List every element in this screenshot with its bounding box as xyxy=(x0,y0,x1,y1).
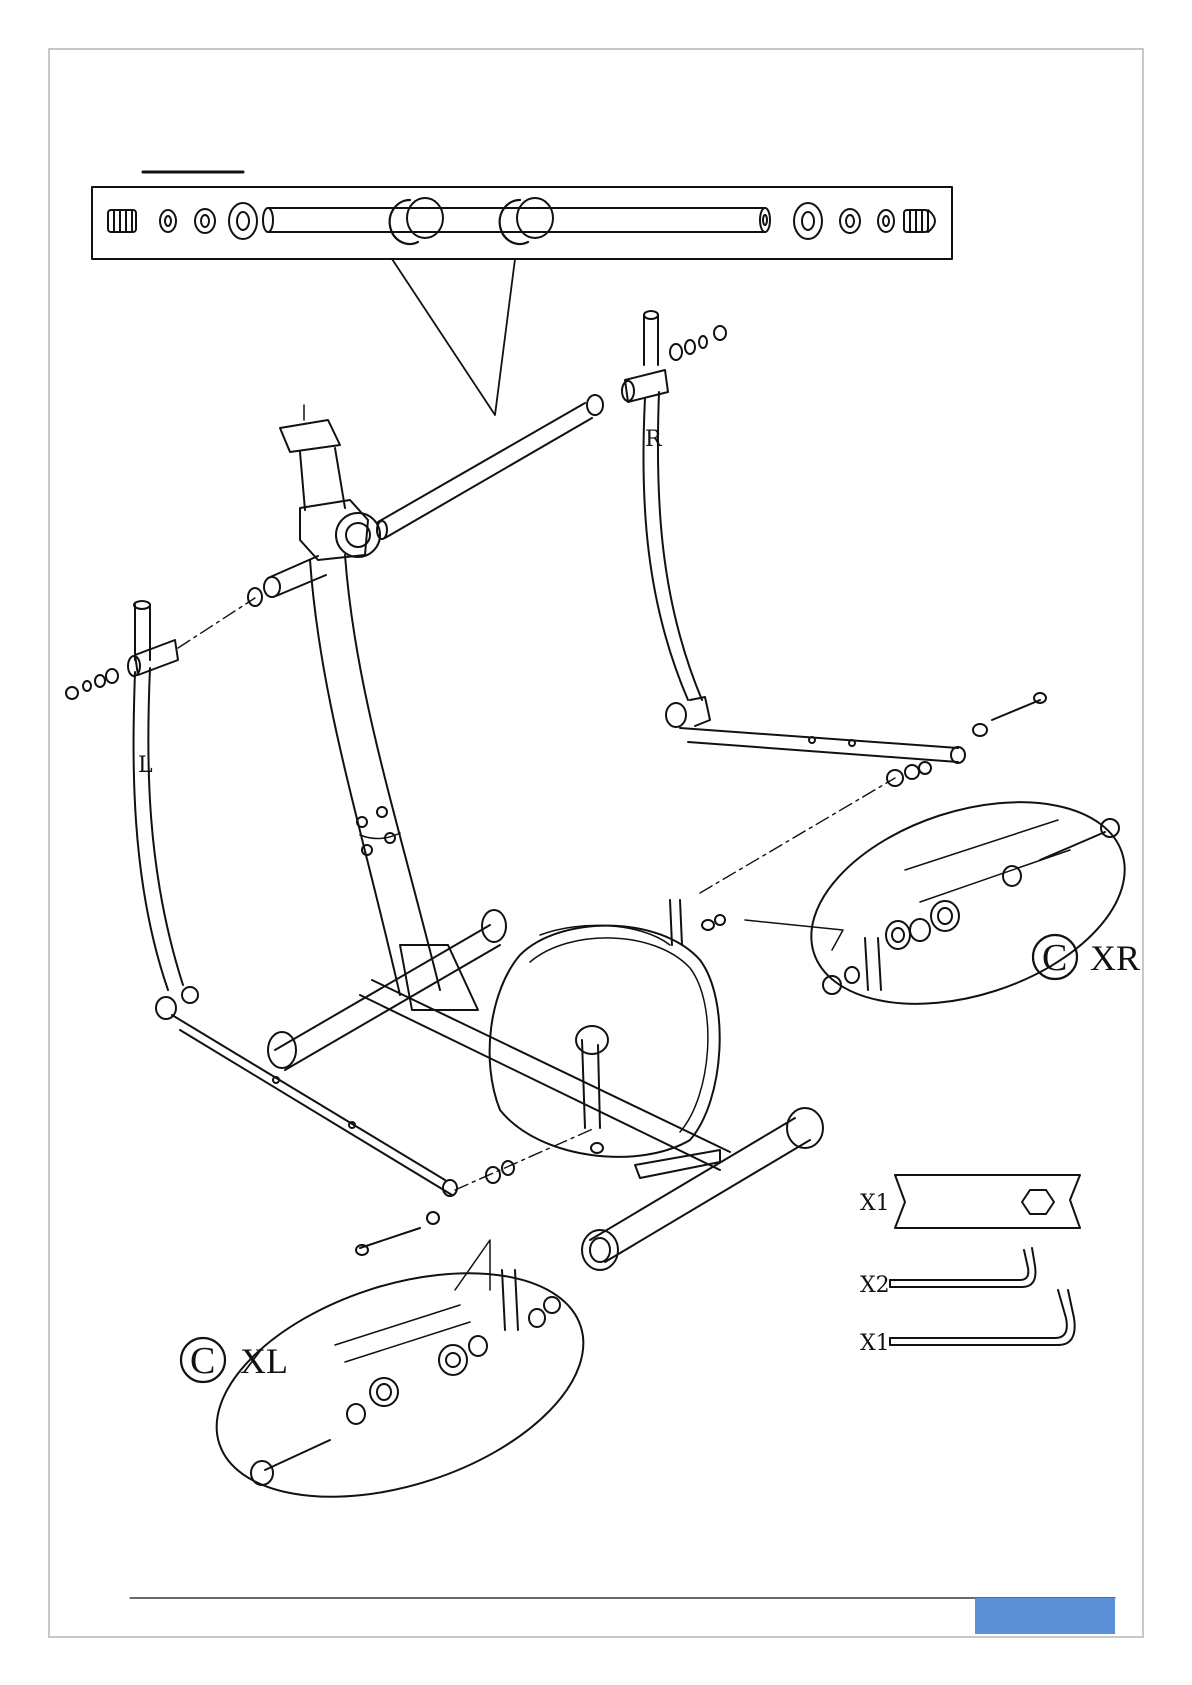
washer xyxy=(195,209,215,233)
washer-large xyxy=(229,203,257,239)
allen-key-large-icon xyxy=(890,1290,1075,1345)
tool-qty-wrench: X1 xyxy=(860,1191,890,1216)
allen-key-small-icon xyxy=(890,1248,1035,1287)
right-arm xyxy=(622,311,1046,786)
detail-xl-code: XL xyxy=(240,1341,288,1381)
tool-qty-allen-small: X2 xyxy=(860,1273,890,1298)
washer xyxy=(160,210,176,232)
tool-qty-allen-large: X1 xyxy=(860,1331,890,1356)
frame-label-right: R xyxy=(645,427,663,452)
bolt-right xyxy=(904,210,935,232)
washer-large xyxy=(794,203,822,239)
page-number-tab xyxy=(975,1598,1115,1634)
base-and-flywheel xyxy=(268,910,823,1270)
washer xyxy=(878,210,894,232)
detail-xl-letter: C xyxy=(190,1340,215,1382)
wrench-icon xyxy=(895,1175,1080,1228)
washer xyxy=(840,209,860,233)
upper-axle xyxy=(248,395,603,606)
detail-xl xyxy=(181,1231,612,1539)
detail-xr-code: XR xyxy=(1090,938,1140,978)
detail-xr xyxy=(745,765,1151,1040)
frame-label-left: L xyxy=(138,753,153,778)
axle-detail-box xyxy=(92,172,952,415)
left-arm xyxy=(66,601,514,1255)
bolt-left xyxy=(108,210,136,232)
alignment-lines xyxy=(178,598,895,1190)
main-post xyxy=(280,405,478,1010)
detail-xr-letter: C xyxy=(1042,937,1067,979)
